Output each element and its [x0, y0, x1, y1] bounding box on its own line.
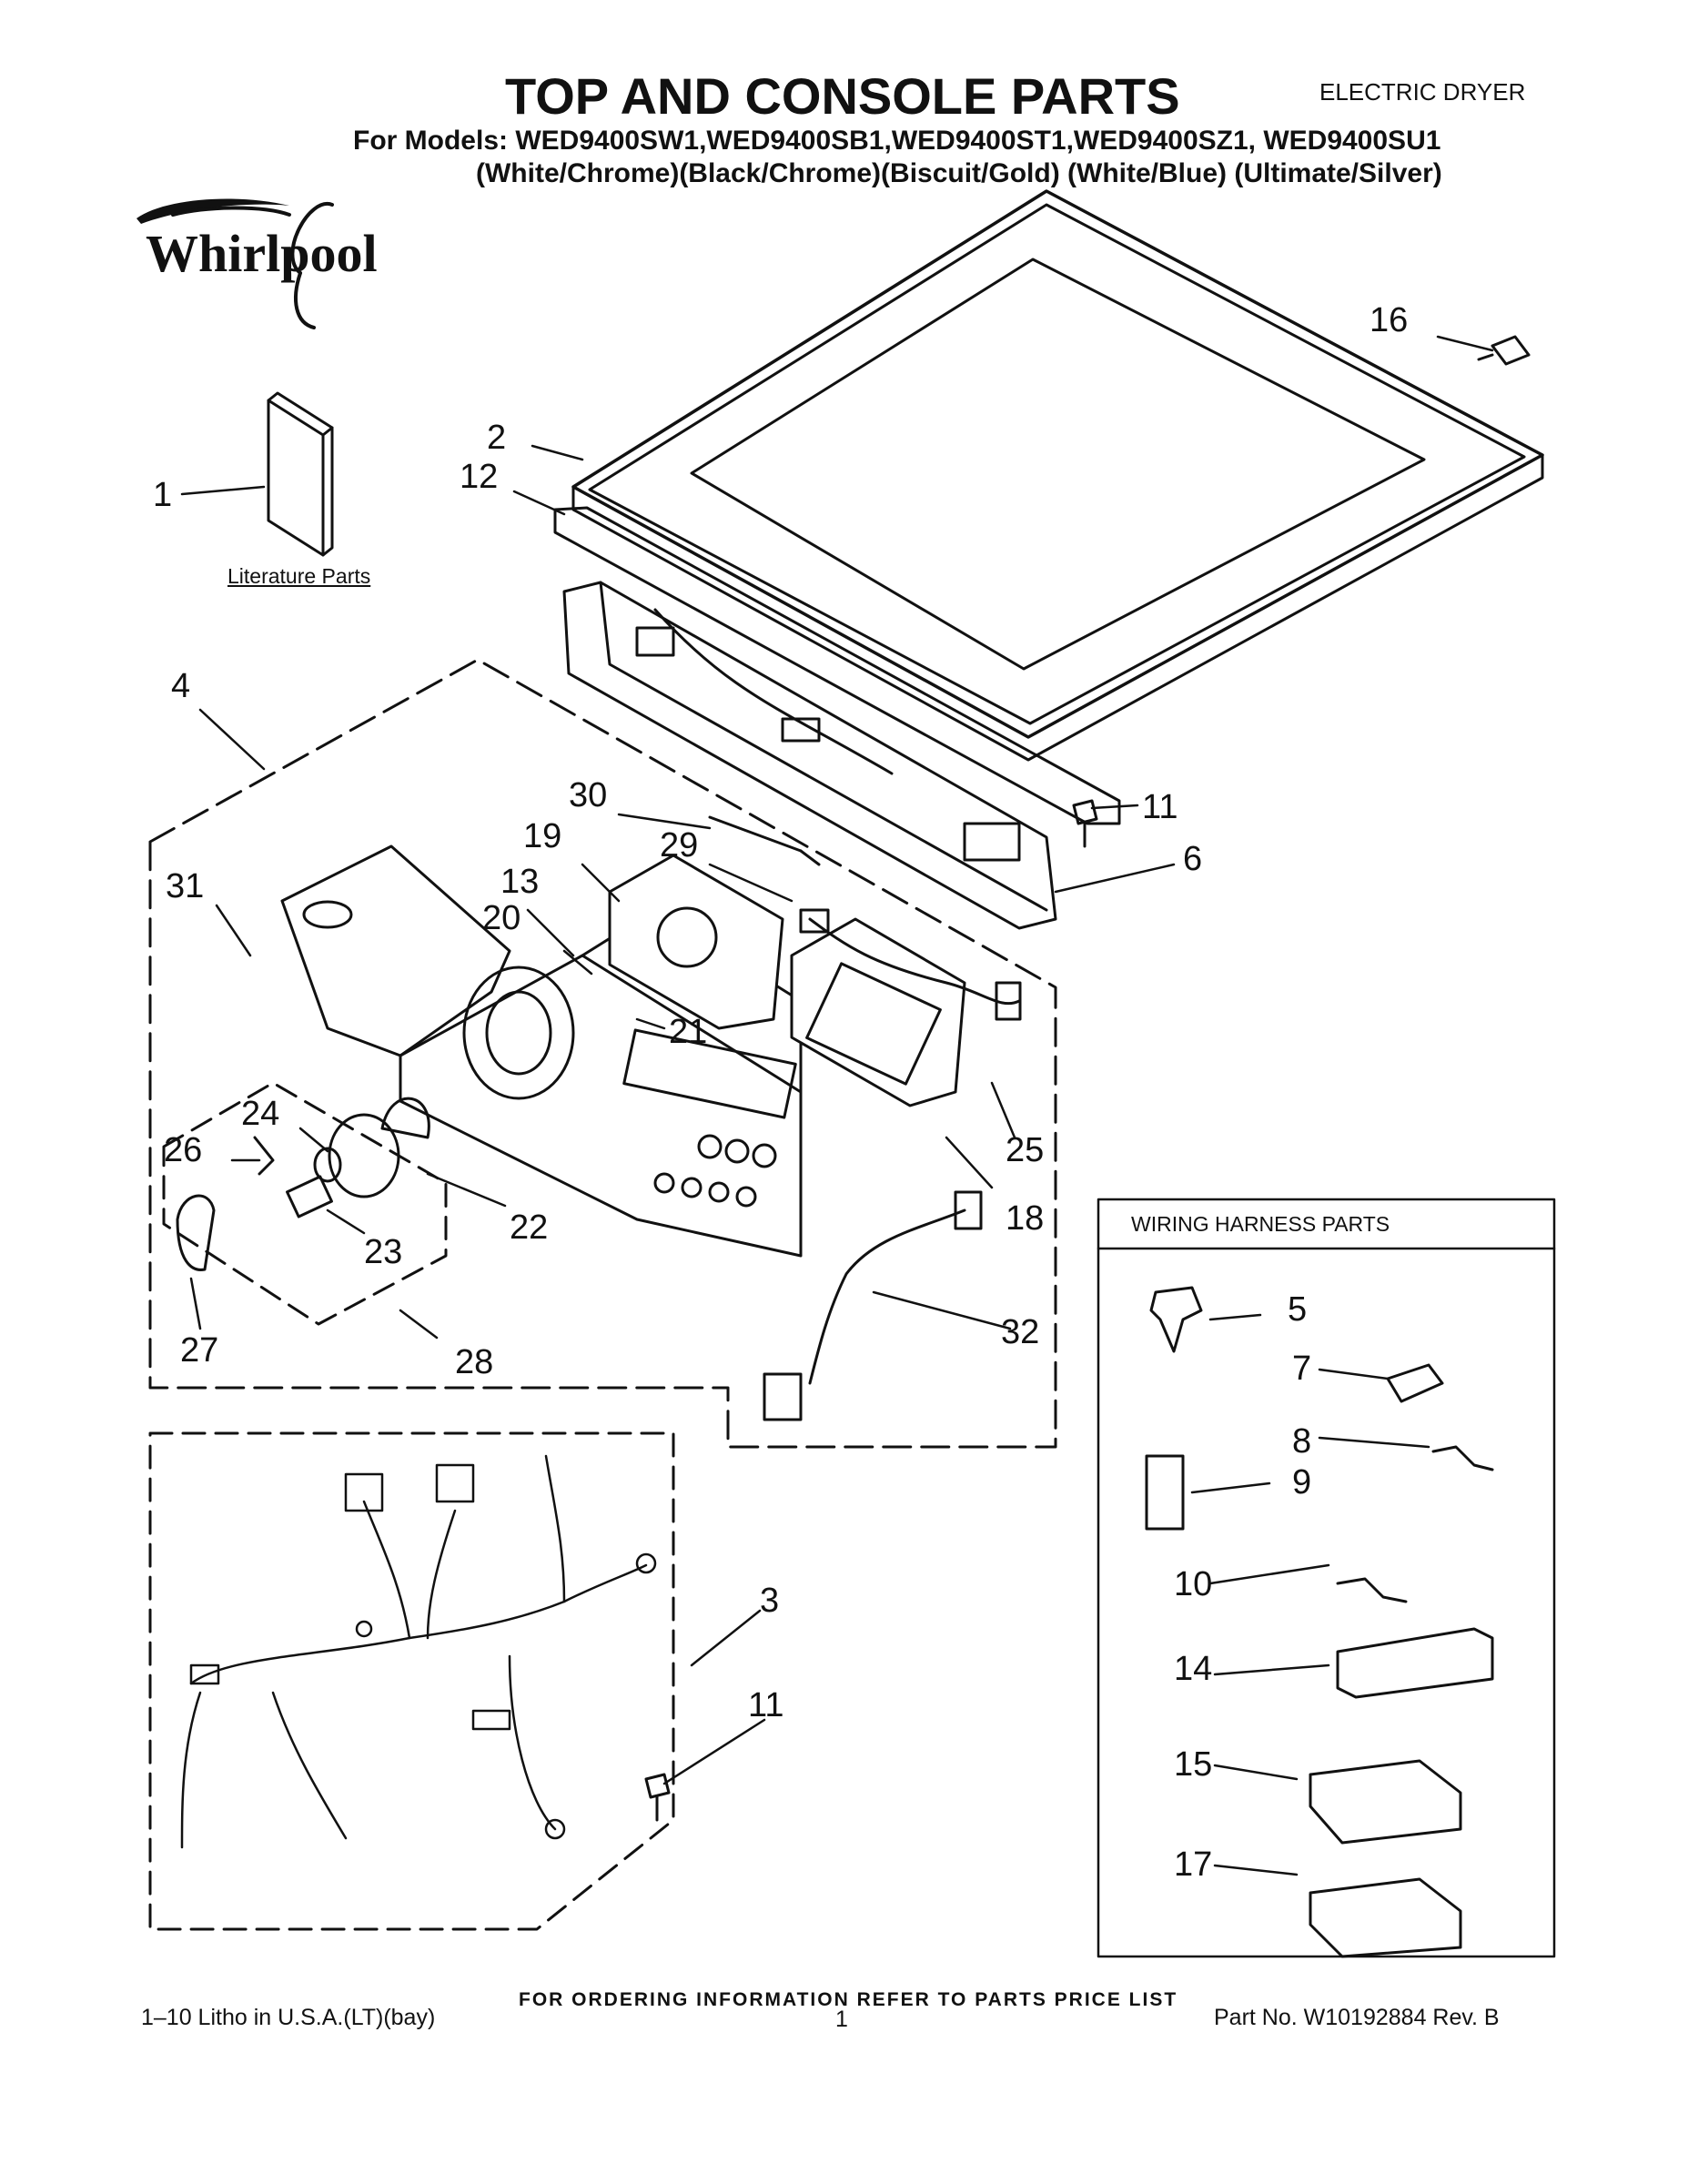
literature-parts-label: Literature Parts [227, 564, 371, 588]
callout-16: 16 [1370, 301, 1409, 339]
callout-32: 32 [1001, 1313, 1040, 1351]
callout-30: 30 [569, 776, 608, 814]
knob-kit-boundary [162, 1081, 448, 1326]
callout-12: 12 [460, 458, 499, 496]
wiring-harness-parts-box [1097, 1198, 1556, 1958]
callout-11-top: 11 [1142, 788, 1178, 826]
callout-18: 18 [1006, 1199, 1045, 1238]
callout-9: 9 [1292, 1463, 1312, 1502]
callout-24: 24 [241, 1095, 280, 1133]
callout-20: 20 [482, 899, 521, 937]
product-type: ELECTRIC DRYER [1319, 78, 1526, 106]
callout-7: 7 [1292, 1350, 1312, 1388]
callout-27: 27 [180, 1331, 219, 1370]
callout-19: 19 [523, 817, 562, 855]
callout-11-bottom: 11 [748, 1686, 784, 1724]
callout-10: 10 [1174, 1565, 1213, 1603]
main-harness-boundary [148, 1431, 675, 1931]
console-bracket-illustration [562, 581, 1057, 930]
whirlpool-logo: Whirlpool [136, 198, 378, 329]
callout-5: 5 [1288, 1290, 1308, 1329]
callout-3: 3 [760, 1582, 780, 1620]
callout-15: 15 [1174, 1745, 1213, 1784]
models-line: For Models: WED9400SW1,WED9400SB1,WED940… [353, 126, 1441, 156]
callout-leader-lines [180, 335, 1494, 1876]
small-harness-illustration [708, 815, 1022, 1021]
svg-text:Whirlpool: Whirlpool [146, 224, 378, 283]
callout-25: 25 [1006, 1131, 1045, 1169]
wiring-harness-parts-title: WIRING HARNESS PARTS [1131, 1212, 1390, 1236]
callout-4: 4 [171, 667, 191, 705]
callout-22: 22 [510, 1208, 549, 1247]
harness-32-illustration [763, 1190, 983, 1421]
console-assembly-boundary [148, 658, 1057, 1449]
knob-assembly-illustration [176, 966, 575, 1271]
callout-1: 1 [153, 476, 173, 514]
part-number: Part No. W10192884 Rev. B [1214, 2005, 1500, 2030]
control-board-illustration [608, 854, 966, 1107]
screw-illustration [644, 335, 1531, 1822]
colors-line: (White/Chrome)(Black/Chrome)(Biscuit/Gol… [476, 158, 1442, 188]
callout-23: 23 [364, 1233, 403, 1271]
page-number: 1 [835, 2007, 848, 2032]
main-harness-illustration [180, 1454, 657, 1849]
callout-31: 31 [166, 867, 205, 905]
page-title: TOP AND CONSOLE PARTS [505, 67, 1180, 125]
callout-14: 14 [1174, 1650, 1213, 1688]
console-housing-illustration [280, 844, 803, 1258]
callout-13: 13 [500, 863, 540, 901]
litho-line: 1–10 Litho in U.S.A.(LT)(bay) [141, 2005, 436, 2030]
callout-8: 8 [1292, 1422, 1312, 1461]
callout-17: 17 [1174, 1845, 1213, 1884]
callout-29: 29 [660, 826, 699, 864]
callout-21: 21 [669, 1013, 708, 1051]
ordering-note: FOR ORDERING INFORMATION REFER TO PARTS … [519, 1989, 1178, 2010]
callout-26: 26 [164, 1131, 203, 1169]
callout-28: 28 [455, 1343, 494, 1381]
callout-2: 2 [487, 419, 507, 457]
literature-book-illustration [267, 391, 334, 557]
top-panel-illustration [553, 189, 1544, 825]
callout-6: 6 [1183, 840, 1203, 878]
